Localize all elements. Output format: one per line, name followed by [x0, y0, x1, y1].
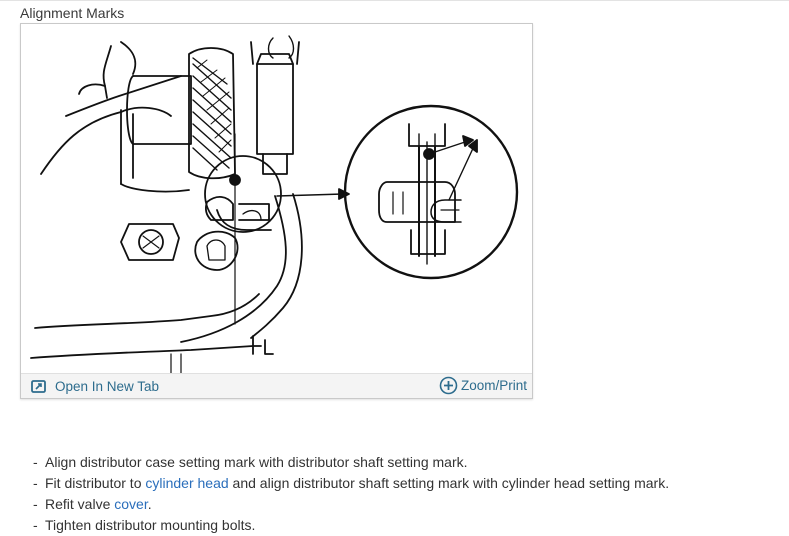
step-text: and align distributor shaft setting mark… [228, 475, 670, 491]
step-text: Tighten distributor mounting bolts. [45, 517, 256, 533]
list-dash: - [33, 517, 38, 533]
open-in-new-tab-label: Open In New Tab [55, 378, 160, 394]
step-text: Refit valve [45, 496, 115, 512]
list-item: -Fit distributor to cylinder head and al… [33, 473, 669, 494]
list-item: -Refit valve cover. [33, 494, 669, 515]
step-text: . [147, 496, 152, 512]
list-dash: - [33, 496, 38, 512]
procedure-steps: -Align distributor case setting mark wit… [33, 452, 669, 536]
step-text: Align distributor case setting mark with… [45, 454, 468, 470]
zoom-print-link[interactable]: Zoom/Print [439, 376, 527, 394]
step-text: Fit distributor to [45, 475, 146, 491]
figure-footer: Open In New Tab Zoom/Print [21, 373, 532, 398]
open-in-new-tab-icon [31, 379, 46, 393]
list-dash: - [33, 475, 38, 491]
zoom-plus-icon [439, 376, 458, 394]
list-item: -Tighten distributor mounting bolts. [33, 515, 669, 536]
open-in-new-tab-link[interactable]: Open In New Tab [31, 378, 159, 394]
cover-link[interactable]: cover [114, 496, 148, 512]
section-title: Alignment Marks [20, 5, 125, 21]
list-item: -Align distributor case setting mark wit… [33, 452, 669, 473]
top-divider [0, 0, 789, 1]
list-dash: - [33, 454, 38, 470]
zoom-print-label: Zoom/Print [460, 377, 527, 393]
figure-panel: Open In New Tab Zoom/Print [20, 23, 533, 399]
cylinder-head-link[interactable]: cylinder head [145, 475, 229, 491]
distributor-alignment-diagram[interactable] [21, 24, 532, 374]
